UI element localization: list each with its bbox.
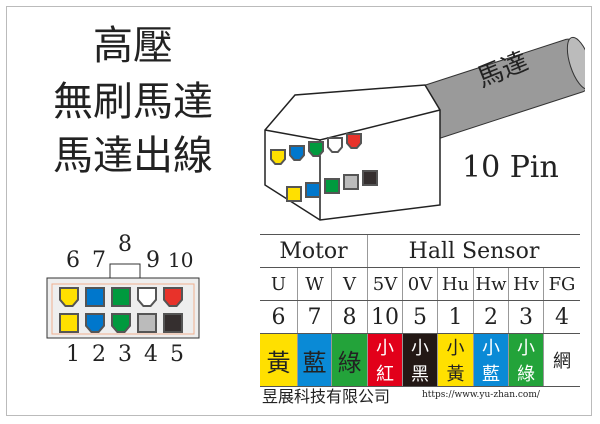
pin-10 [163,287,183,307]
pin-number-cell: 4 [543,300,580,334]
title-line-2: 無刷馬達 [53,79,213,125]
pin-number-cell: 3 [508,300,544,334]
pin-number-cell: 5 [402,300,438,334]
top-pin-number: 10 [168,248,194,272]
pin-4 [137,313,157,333]
pin-3 [111,313,131,333]
big-pin-10 [346,133,362,149]
pin-6 [59,287,79,307]
company-name: 昱展科技有限公司 [262,387,391,406]
signal-cell: 0V [402,267,438,301]
signal-cell: Hu [437,267,474,301]
wire-color-cell: 小綠 [508,333,544,387]
pin-1 [59,313,79,333]
title-line-3: 馬達出線 [53,133,213,179]
wire-color-cell: 小藍 [473,333,509,387]
group-motor: Motor [260,234,368,268]
website-url[interactable]: https://www.yu-zhan.com/ [422,390,540,400]
big-pin-7 [289,145,305,161]
pin-number-cell: 1 [437,300,474,334]
big-pin-4 [343,174,359,190]
pin-2 [85,313,105,333]
pin-number-cell: 7 [297,300,332,334]
title-line-1: 高壓 [93,23,173,69]
signal-cell: W [297,267,332,301]
signal-cell: Hv [508,267,544,301]
big-pin-9 [327,137,343,153]
top-pin-number: 7 [92,248,106,273]
bottom-pin-number: 3 [118,342,132,367]
wire-color-cell: 綠 [331,333,368,387]
top-pin-number: 9 [146,248,160,273]
group-hall-sensor: Hall Sensor [367,234,580,268]
big-pin-1 [286,186,302,202]
pin-number-cell: 10 [367,300,403,334]
bottom-pin-number: 1 [66,342,80,367]
bottom-pin-number: 5 [170,342,184,367]
connector-illustration: 馬達 [264,36,585,221]
pin-number-cell: 2 [473,300,509,334]
pin-7 [85,287,105,307]
wire-color-cell: 網 [543,333,580,387]
big-pin-6 [270,149,286,165]
signal-cell: U [260,267,298,301]
bottom-pin-number: 2 [92,342,106,367]
top-pin-number: 6 [66,248,80,273]
signal-cell: V [331,267,368,301]
big-pin-8 [308,141,324,157]
pin-9 [137,287,157,307]
big-pin-5 [362,170,378,186]
pin-5 [163,313,183,333]
signal-cell: FG [543,267,580,301]
pin-number-cell: 6 [260,300,298,334]
signal-cell: 5V [367,267,403,301]
bottom-pin-number: 4 [144,342,158,367]
pin-number-cell: 8 [331,300,368,334]
wire-color-cell: 黃 [260,333,298,387]
wire-color-cell: 小黑 [402,333,438,387]
wire-color-cell: 藍 [297,333,332,387]
pin-8 [111,287,131,307]
frame [6,6,592,416]
signal-cell: Hw [473,267,509,301]
big-pin-3 [324,178,340,194]
connector-body [46,263,200,339]
top-pin-number: 8 [118,232,132,257]
big-pin-2 [305,182,321,198]
wire-color-cell: 小紅 [367,333,403,387]
wire-color-cell: 小黃 [437,333,474,387]
pin-count: 10 Pin [462,150,559,185]
